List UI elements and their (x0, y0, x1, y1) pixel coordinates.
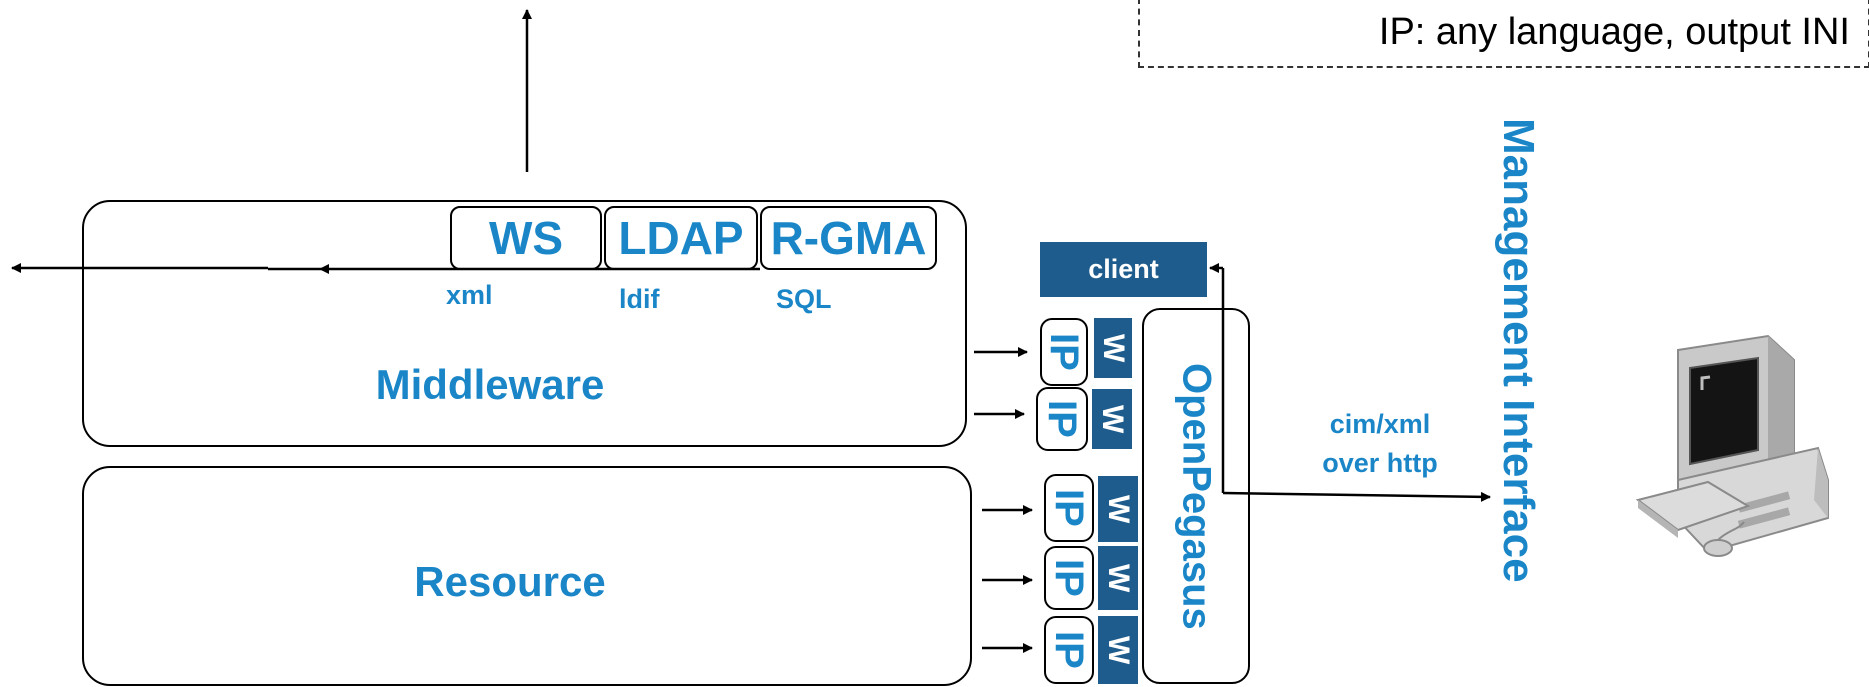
ldif-label: ldif (619, 284, 660, 314)
w-text-1: W (1097, 333, 1130, 363)
w-box-2: W (1092, 389, 1132, 449)
ip-box-5: IP (1044, 616, 1094, 684)
openpegasus-label: OpenPegasus (1174, 362, 1219, 630)
ip-text-4: IP (1047, 559, 1091, 597)
ip-text-5: IP (1047, 631, 1091, 669)
cim-xml-arrow (1222, 491, 1491, 502)
w-text-2: W (1096, 404, 1129, 434)
note-text: IP: any language, output INI (1378, 10, 1850, 53)
management-interface-label: Management Interface (1494, 118, 1543, 583)
ip-text-2: IP (1040, 400, 1084, 438)
openpegasus-box: OpenPegasus (1142, 308, 1250, 684)
w-text-5: W (1102, 635, 1135, 665)
middleware-label: Middleware (375, 361, 605, 408)
ip-box-1: IP (1040, 318, 1088, 386)
cim-xml-line1: cim/xml (1329, 409, 1431, 439)
w-box-1: W (1094, 318, 1132, 378)
note-box: IP: any language, output INI (1138, 0, 1869, 68)
w-text-4: W (1102, 563, 1135, 593)
rgma-box: R-GMA (760, 206, 937, 270)
ip-text-3: IP (1047, 489, 1091, 527)
resource-label: Resource (414, 558, 606, 605)
xml-label: xml (446, 280, 493, 310)
ldap-box: LDAP (604, 206, 758, 270)
w-box-5: W (1098, 616, 1138, 684)
computer-icon (1635, 334, 1829, 557)
w-text-3: W (1102, 494, 1135, 524)
ip-box-3: IP (1044, 474, 1094, 542)
sql-label: SQL (776, 284, 832, 314)
w-box-4: W (1098, 546, 1138, 610)
cim-xml-line2: over http (1322, 448, 1438, 479)
ip-box-2: IP (1036, 387, 1088, 451)
ip-box-4: IP (1044, 546, 1094, 610)
w-box-3: W (1098, 476, 1138, 542)
client-box: client (1040, 242, 1207, 297)
ip-text-1: IP (1042, 333, 1086, 371)
cim-xml-label: cim/xml over http (1300, 405, 1460, 485)
resource-box (82, 466, 972, 686)
